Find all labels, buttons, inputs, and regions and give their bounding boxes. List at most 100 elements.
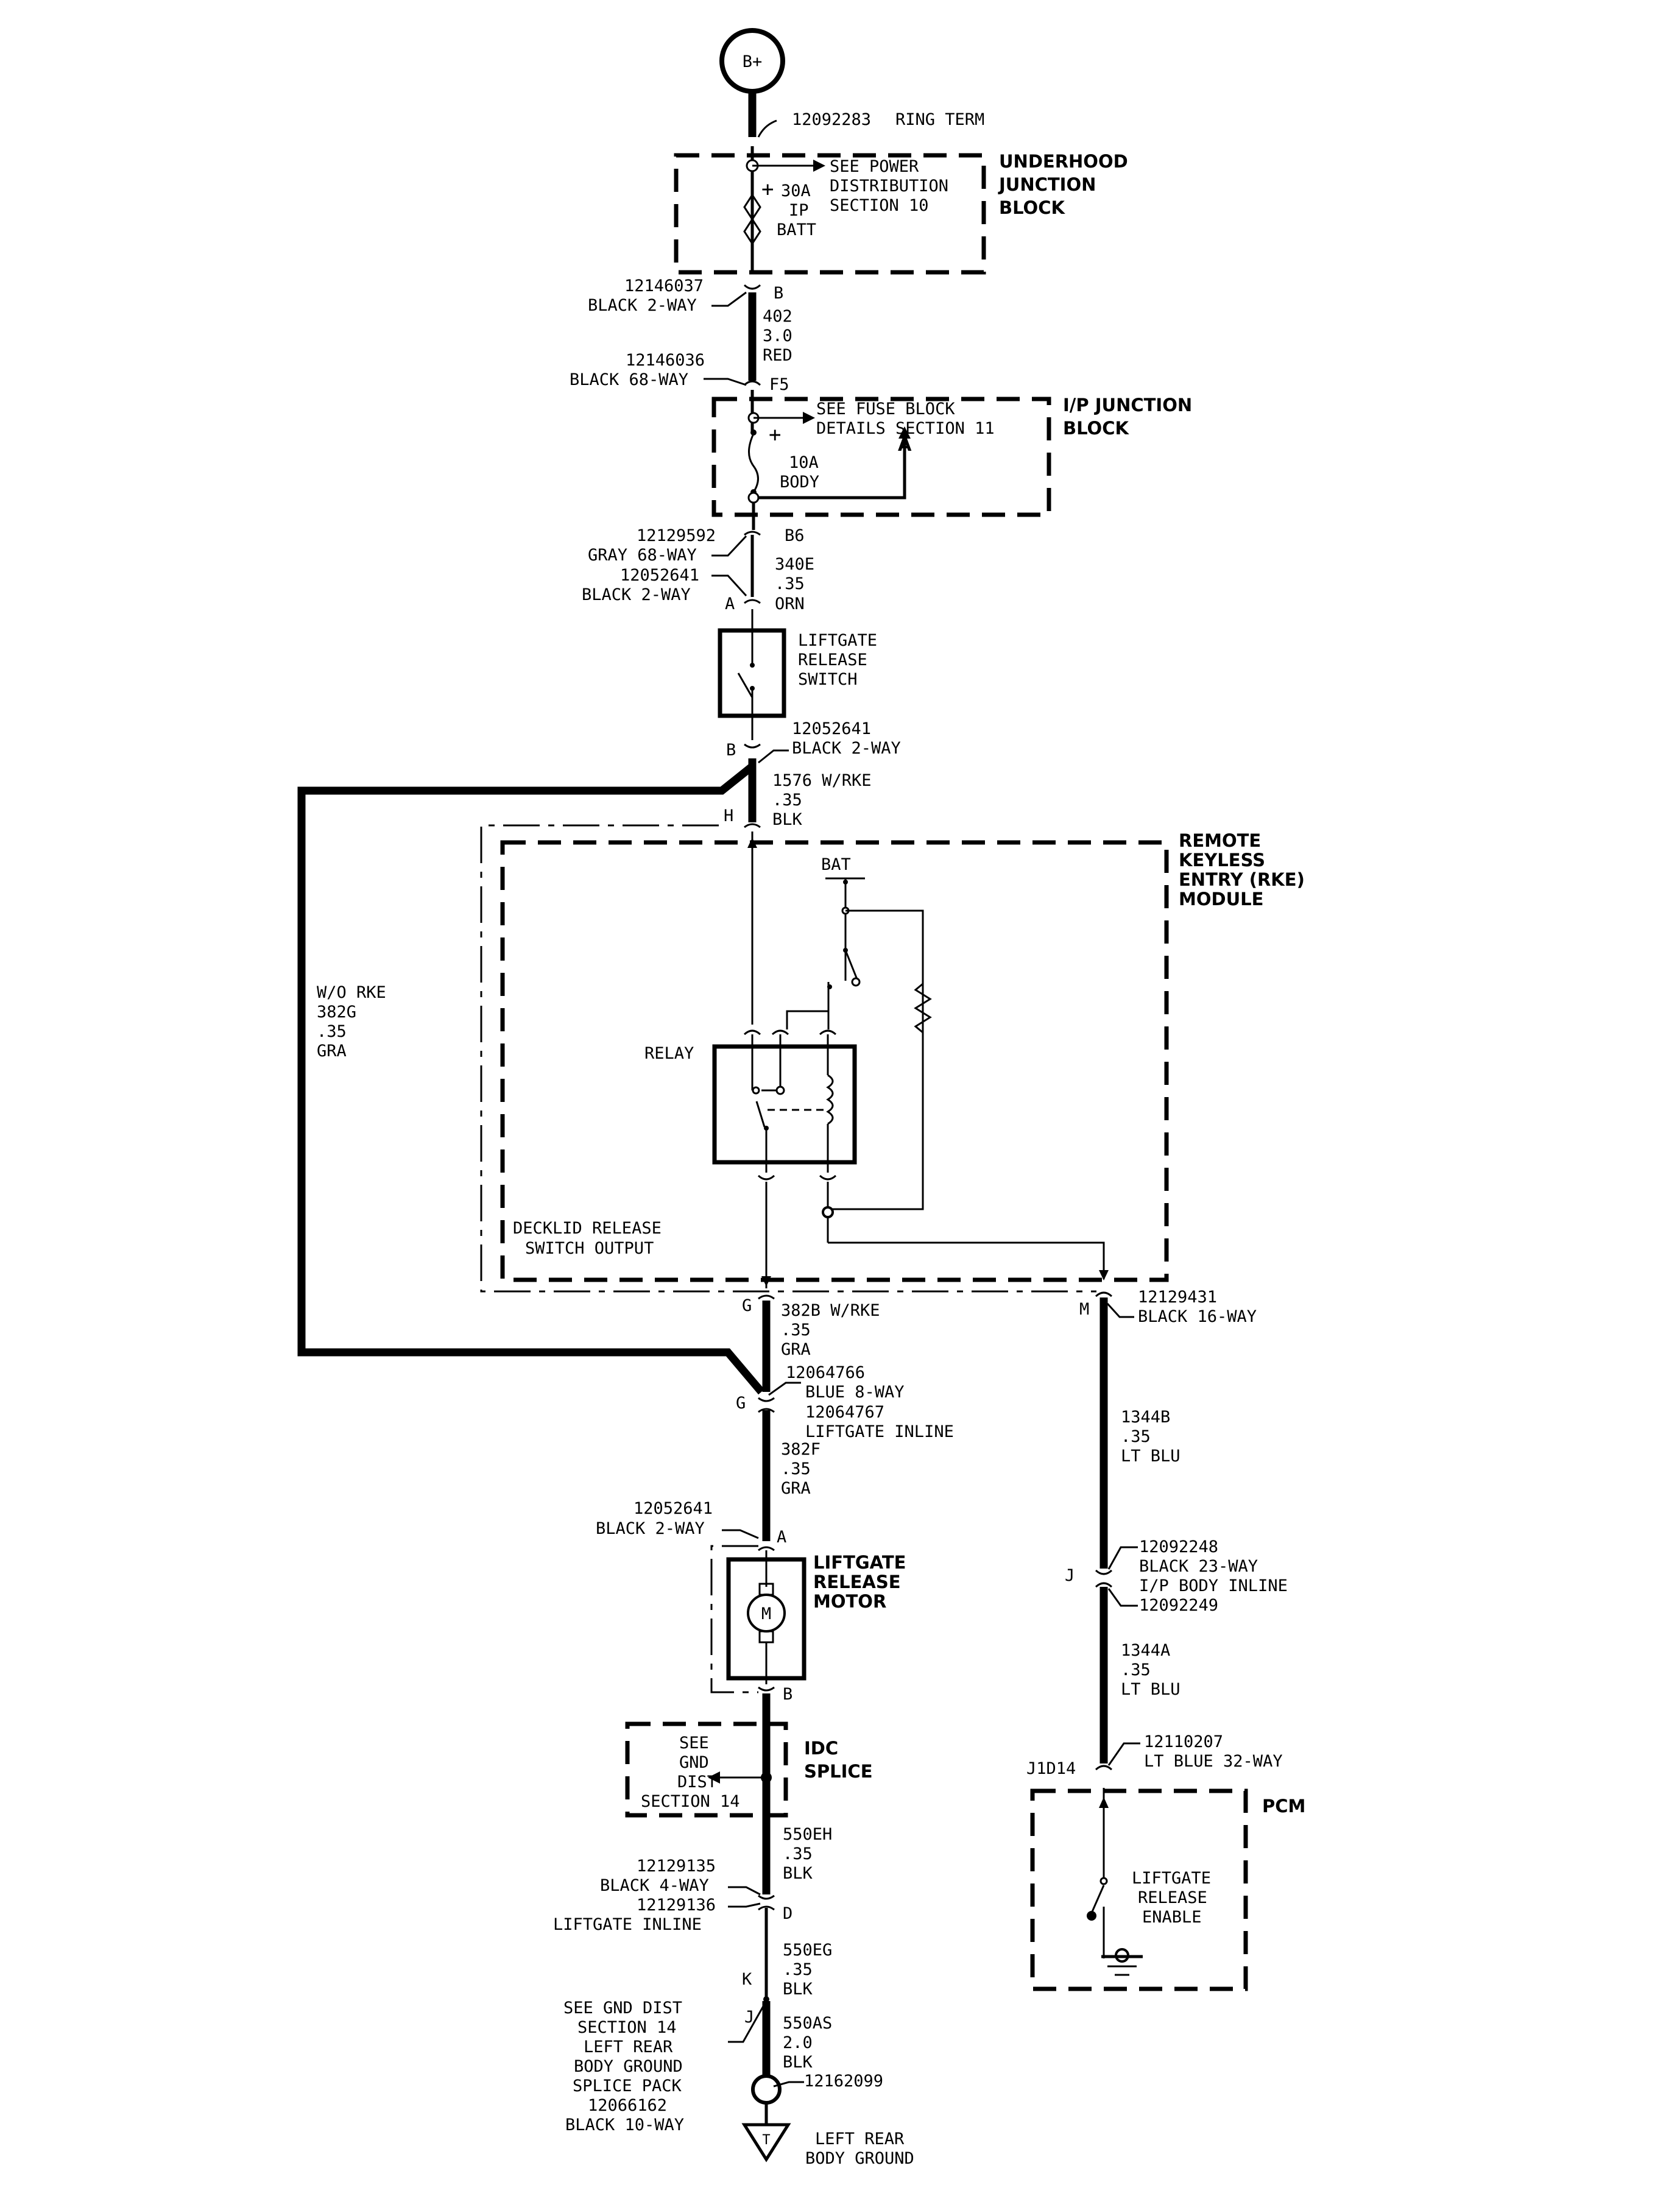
rke-coil-lead [786,982,830,1029]
rke-to-m-lead [828,1241,1105,1279]
underhood-title: UNDERHOOD JUNCTION BLOCK [998,151,1128,218]
rke-internal-switch-icon [844,950,859,981]
idc-note: SEE GND DIST SECTION 14 [641,1734,740,1811]
svg-text:UNDERHOOD: UNDERHOOD [999,151,1128,172]
svg-text:.35: .35 [783,1960,813,1979]
ip-note: SEE FUSE BLOCK DETAILS SECTION 11 [816,400,995,438]
svg-text:BODY GROUND: BODY GROUND [574,2057,683,2076]
svg-text:MODULE: MODULE [1179,889,1263,909]
motor-conn-part: 12052641 [634,1499,713,1518]
svg-text:1344B: 1344B [1121,1408,1170,1427]
ground-icon [741,2123,791,2162]
svg-text:LEFT REAR: LEFT REAR [815,2130,905,2148]
node-icon [843,880,848,884]
svg-text:GRA: GRA [781,1340,811,1359]
svg-text:MOTOR: MOTOR [813,1591,886,1612]
relay-pin-icon [771,1029,789,1036]
ip-ref-label: A [898,434,912,455]
splice-node-icon [763,1996,769,2002]
connector-f5-symbol [743,380,761,386]
conn-j-part2: 12092249 [1139,1596,1218,1615]
motor-pin-icon [758,1686,775,1692]
splice-note: SEE GND DIST SECTION 14 LEFT REAR BODY G… [563,1999,684,2134]
svg-text:SPLICE PACK: SPLICE PACK [573,2077,682,2095]
svg-text:SWITCH OUTPUT: SWITCH OUTPUT [525,1239,654,1258]
svg-text:SPLICE: SPLICE [804,1761,873,1782]
switch-label: LIFTGATE RELEASE SWITCH [798,631,877,689]
svg-text:LIFTGATE: LIFTGATE [1132,1869,1211,1888]
pcm-title: PCM [1262,1796,1305,1816]
conn-inline-g-leader [768,1382,801,1396]
ground-ring-icon [751,2074,782,2105]
motor-conn-type: BLACK 2-WAY [596,1519,705,1538]
connector-sw-b-symbol [744,743,761,749]
connector-a-symbol [744,599,761,604]
conn-j-type1: BLACK 23-WAY [1139,1557,1258,1576]
pcm-switch-icon [1089,1885,1105,1916]
underhood-note: SEE POWER DISTRIBUTION SECTION 10 [830,157,948,215]
svg-text:LIFTGATE: LIFTGATE [813,1552,906,1573]
motor-outline [710,1545,758,1693]
conn-d-type1: BLACK 4-WAY [600,1876,709,1895]
conn-b-part: 12146037 [624,277,704,295]
conn-f5-part: 12146036 [626,351,705,370]
idc-splice-box [625,1721,788,1818]
relay-coil-icon [826,1074,834,1125]
svg-text:.35: .35 [781,1460,811,1478]
svg-text:JUNCTION: JUNCTION [998,174,1096,195]
connector-m-symbol [1095,1291,1113,1297]
conn-d-pin: D [783,1904,792,1923]
conn-inline-g-type2: LIFTGATE INLINE [805,1422,954,1441]
arrowhead-icon [803,412,815,424]
conn-inline-g-part2: 12064767 [805,1403,884,1422]
wire-382g-bypass [297,763,764,1395]
relay-armature-icon [755,1101,766,1128]
conn-pcm-part: 12110207 [1144,1732,1223,1751]
conn-d-type2: LIFTGATE INLINE [553,1915,702,1934]
svg-text:GND: GND [679,1753,709,1772]
node-icon [827,984,832,989]
svg-text:30A: 30A [781,182,811,200]
splice-pin-j: J [744,2008,754,2027]
svg-text:SEE POWER: SEE POWER [830,157,919,176]
conn-d-part1: 12129135 [637,1857,716,1876]
motor-conn-leader [722,1529,759,1539]
svg-text:SEE GND DIST: SEE GND DIST [563,1999,682,2018]
svg-text:RELEASE: RELEASE [798,651,867,669]
conn-inline-g-type1: BLUE 8-WAY [805,1383,905,1402]
rke-title: REMOTE KEYLESS ENTRY (RKE) MODULE [1179,830,1305,909]
ground-symbol: T [762,2133,770,2148]
wire-382b-label: 382B W/RKE .35 GRA [781,1301,880,1359]
svg-text:12066162: 12066162 [588,2096,667,2115]
svg-text:550AS: 550AS [783,2014,832,2033]
svg-text:402: 402 [763,307,792,326]
conn-j-pin: J [1065,1566,1075,1585]
conn-f5-type: BLACK 68-WAY [570,370,688,389]
svg-text:.35: .35 [772,791,802,810]
conn-j-leader-2 [1107,1588,1138,1607]
relay-pin-icon [743,1029,761,1036]
ground-leader [773,2081,804,2088]
svg-text:1576 W/RKE: 1576 W/RKE [772,771,872,790]
svg-text:RED: RED [763,346,792,365]
node-icon [1099,1877,1108,1885]
svg-text:ENTRY (RKE): ENTRY (RKE) [1179,869,1305,890]
svg-text:GRA: GRA [317,1042,347,1061]
svg-text:2.0: 2.0 [783,2033,813,2052]
fuse-node-icon [750,429,757,436]
svg-text:BLACK 10-WAY: BLACK 10-WAY [565,2116,684,2134]
arrowhead-icon [1099,1270,1109,1280]
ip-title: I/P JUNCTION BLOCK [1063,395,1192,439]
svg-text:382F: 382F [781,1440,821,1459]
ip-junction-block [711,397,1051,517]
rke-module [500,840,1169,1282]
conn-a-pin: A [725,595,735,613]
svg-text:BLOCK: BLOCK [999,197,1065,218]
svg-text:RELEASE: RELEASE [813,1572,901,1592]
svg-text:BLK: BLK [772,810,803,829]
ring-term-part: 12092283 [792,110,871,129]
svg-text:BLOCK: BLOCK [1063,418,1129,439]
wire-550as-label: 550AS 2.0 BLK [783,2014,832,2072]
conn-b-type: BLACK 2-WAY [588,296,697,315]
